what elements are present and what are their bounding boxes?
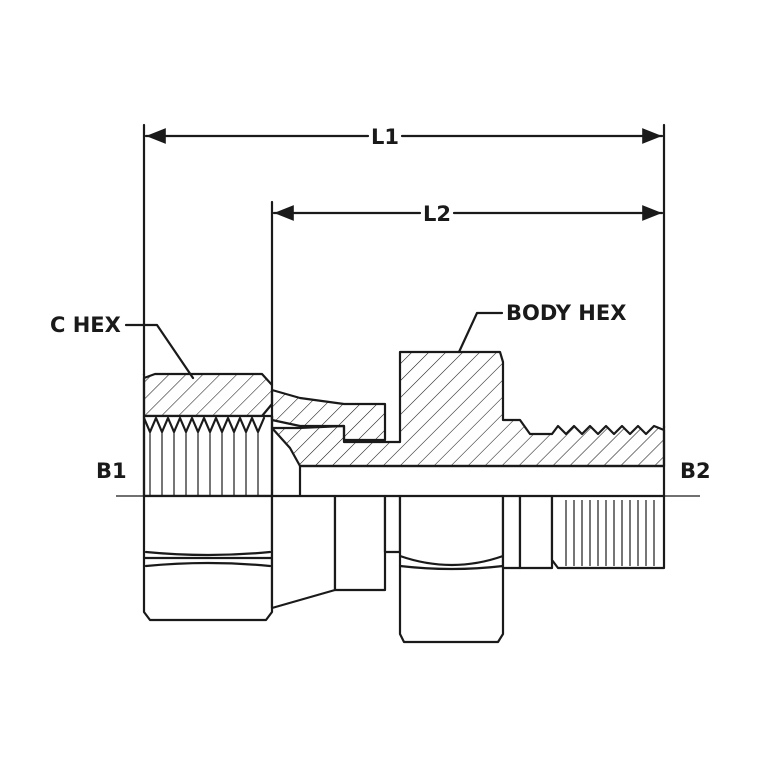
body-hex-callout: BODY HEX: [457, 301, 626, 354]
male-thread-lines: [565, 500, 655, 566]
c-hex-callout: C HEX: [50, 313, 195, 380]
c-hex-label: C HEX: [50, 313, 121, 337]
dimension-l1: L1: [142, 123, 666, 430]
c-hex-flat-curve-2: [144, 561, 272, 568]
sleeve-exterior: [270, 494, 337, 610]
female-thread-teeth: [142, 416, 266, 496]
body-hex-label: BODY HEX: [506, 301, 626, 325]
c-hex-flat-curve-1: [144, 550, 272, 557]
sleeve-neck: [383, 494, 402, 554]
body-neck: [501, 494, 522, 570]
c-hex-leader: [124, 323, 195, 380]
b2-label: B2: [680, 459, 711, 483]
l2-label: L2: [423, 202, 451, 226]
body-hex-leader: [457, 311, 504, 354]
l1-label: L1: [371, 125, 399, 149]
body-hex-flat-curve-2: [398, 564, 505, 571]
body-hex-flat-curve-1: [398, 554, 505, 567]
section-view: [142, 350, 666, 498]
body-undercut: [518, 494, 554, 570]
b1-label: B1: [96, 459, 127, 483]
sleeve-collar: [333, 494, 387, 592]
c-hex-section: [142, 372, 274, 418]
male-thread-exterior: [550, 494, 666, 570]
body-section: [270, 350, 666, 468]
dimension-l2: L2: [270, 200, 664, 387]
exterior-view: [142, 494, 666, 644]
swivel-sleeve-section: [270, 388, 387, 442]
